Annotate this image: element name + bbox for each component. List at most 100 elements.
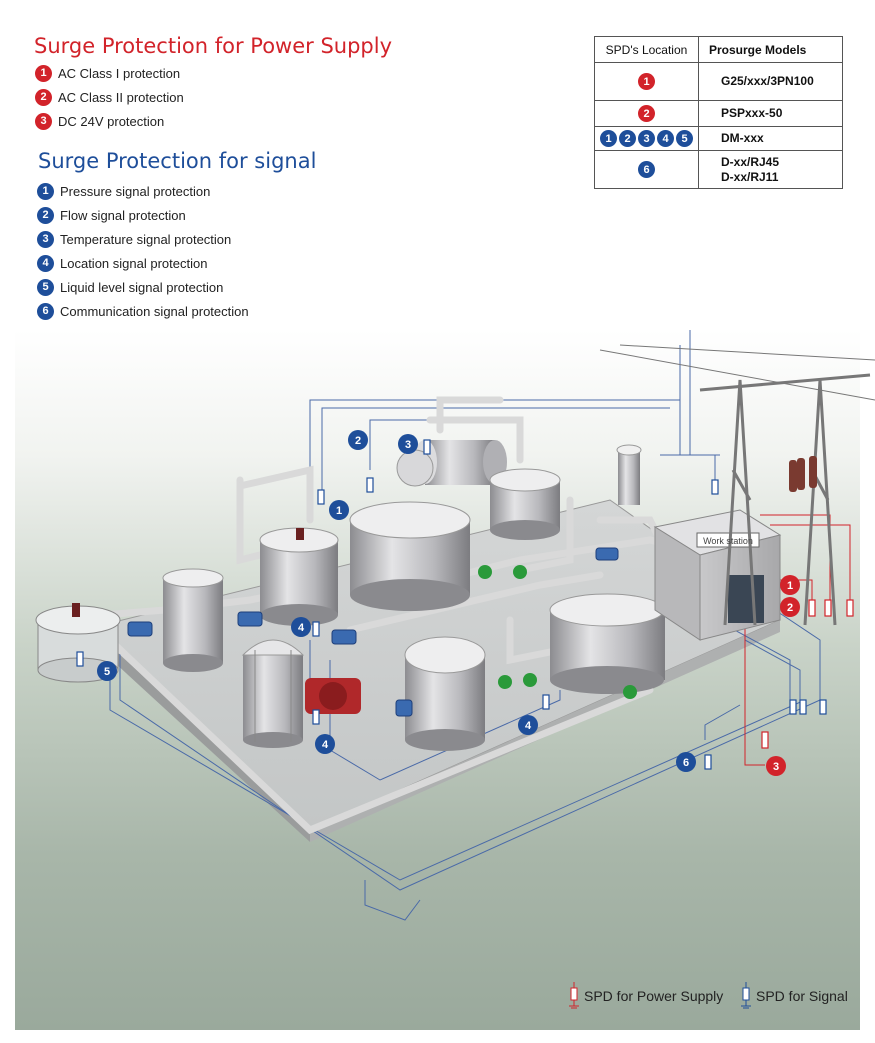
number-badge: 3 xyxy=(35,112,52,130)
header-location: SPD's Location xyxy=(594,36,699,63)
list-item-label: Pressure signal protection xyxy=(60,183,211,199)
scene-marker-text: 5 xyxy=(104,666,110,678)
number-badge: 1 xyxy=(35,64,52,82)
spd-signal-icon xyxy=(741,982,751,1009)
scene-marker-text: 6 xyxy=(683,757,689,769)
power-section-title: Surge Protection for Power Supply xyxy=(34,34,393,58)
scene-marker-text: 4 xyxy=(525,720,532,732)
model-line: D-xx/RJ11 xyxy=(721,169,779,184)
number-badge: 3 xyxy=(37,230,54,248)
list-item: 6 Communication signal protection xyxy=(37,299,249,323)
floor-slab-edge xyxy=(90,628,310,842)
table-row: 2 PSPxxx-50 xyxy=(594,100,843,127)
spd-model-table: SPD's Location Prosurge Models 1 G25/xxx… xyxy=(594,36,843,189)
list-item: 5 Liquid level signal protection xyxy=(37,275,249,299)
table-row: 6 D-xx/RJ45 D-xx/RJ11 xyxy=(594,150,843,189)
scene-marker-signal-5: 5 xyxy=(97,661,117,681)
tank-reactor-left xyxy=(259,527,339,626)
list-item-label: Flow signal protection xyxy=(60,207,186,223)
scene-marker-signal-4c: 4 xyxy=(518,715,538,735)
number-badge: 4 xyxy=(657,130,674,147)
pumps xyxy=(127,547,619,717)
spd-symbols-power xyxy=(761,599,854,749)
spd-symbols-signal xyxy=(76,439,827,770)
signal-section-title: Surge Protection for signal xyxy=(38,149,317,173)
list-item: 2 AC Class II protection xyxy=(35,85,184,109)
list-item: 1 AC Class I protection xyxy=(35,61,184,85)
scene-marker-text: 1 xyxy=(787,580,793,592)
tank-chimney xyxy=(616,444,642,505)
model-cell: PSPxxx-50 xyxy=(698,100,843,127)
signal-protection-list: 1 Pressure signal protection 2 Flow signal… xyxy=(37,179,249,323)
number-badge: 5 xyxy=(676,130,693,147)
motor-red xyxy=(305,678,361,714)
signal-wiring xyxy=(109,330,821,921)
scene-marker-text: 3 xyxy=(773,761,779,773)
list-item-label: AC Class II protection xyxy=(58,89,184,105)
list-item: 2 Flow signal protection xyxy=(37,203,249,227)
scene-marker-text: 2 xyxy=(787,602,793,614)
insulators xyxy=(789,456,817,492)
scene-marker-text: 4 xyxy=(298,622,305,634)
number-badge: 2 xyxy=(35,88,52,106)
table-header-row: SPD's Location Prosurge Models xyxy=(594,36,843,63)
list-item: 4 Location signal protection xyxy=(37,251,249,275)
tank-reactor-right xyxy=(489,468,561,540)
work-station xyxy=(653,509,782,641)
scene-marker-power-2: 2 xyxy=(780,597,800,617)
list-item-label: Temperature signal protection xyxy=(60,231,232,247)
number-badge: 2 xyxy=(638,105,655,122)
list-item: 1 Pressure signal protection xyxy=(37,179,249,203)
legend-power: SPD for Power Supply xyxy=(568,982,723,1010)
model-line: D-xx/RJ45 xyxy=(721,154,780,169)
model-cell: DM-xxx xyxy=(698,126,843,151)
number-badge: 5 xyxy=(37,278,54,296)
number-badge: 1 xyxy=(638,73,655,90)
legend-signal-label: SPD for Signal xyxy=(756,988,848,1004)
valves xyxy=(478,565,637,699)
tank-small-silo xyxy=(162,568,224,672)
list-item-label: Communication signal protection xyxy=(60,303,249,319)
legend-power-label: SPD for Power Supply xyxy=(584,988,724,1004)
list-item-label: Location signal protection xyxy=(60,255,208,271)
spd-power-icon xyxy=(569,982,579,1009)
power-protection-list: 1 AC Class I protection 2 AC Class II prot… xyxy=(35,61,184,133)
number-badge: 1 xyxy=(600,130,617,147)
list-item-label: Liquid level signal protection xyxy=(60,279,224,295)
tank-ribbed-front xyxy=(241,639,305,748)
number-badge: 3 xyxy=(638,130,655,147)
number-badge: 2 xyxy=(37,206,54,224)
tank-large-center xyxy=(349,501,471,611)
scene-marker-power-3: 3 xyxy=(766,756,786,776)
location-cell: 1 xyxy=(594,62,699,101)
scene-marker-signal-3: 3 xyxy=(398,434,418,454)
number-badge: 2 xyxy=(619,130,636,147)
list-item: 3 DC 24V protection xyxy=(35,109,184,133)
scene-marker-signal-6: 6 xyxy=(676,752,696,772)
scene-marker-power-1: 1 xyxy=(780,575,800,595)
number-badge: 6 xyxy=(638,161,655,178)
number-badge: 6 xyxy=(37,302,54,320)
tank-horizontal-drum xyxy=(396,440,507,487)
scene-marker-text: 3 xyxy=(405,439,411,451)
number-badge: 1 xyxy=(37,182,54,200)
workstation-label: Work station xyxy=(703,536,753,546)
number-badge: 4 xyxy=(37,254,54,272)
list-item-label: AC Class I protection xyxy=(58,65,181,81)
header-models: Prosurge Models xyxy=(698,36,843,63)
model-cell: G25/xxx/3PN100 xyxy=(698,62,843,101)
location-cell: 6 xyxy=(594,150,699,189)
tank-large-right xyxy=(549,593,665,694)
scene-marker-text: 2 xyxy=(355,435,361,447)
tank-mid-front xyxy=(404,636,486,751)
power-tower xyxy=(599,344,875,626)
scene-marker-signal-1: 1 xyxy=(329,500,349,520)
scene-marker-signal-2: 2 xyxy=(348,430,368,450)
scene-marker-signal-4b: 4 xyxy=(315,734,335,754)
list-item-label: DC 24V protection xyxy=(58,113,165,129)
scene-marker-text: 1 xyxy=(336,505,342,517)
legend-signal: SPD for Signal xyxy=(740,982,848,1010)
